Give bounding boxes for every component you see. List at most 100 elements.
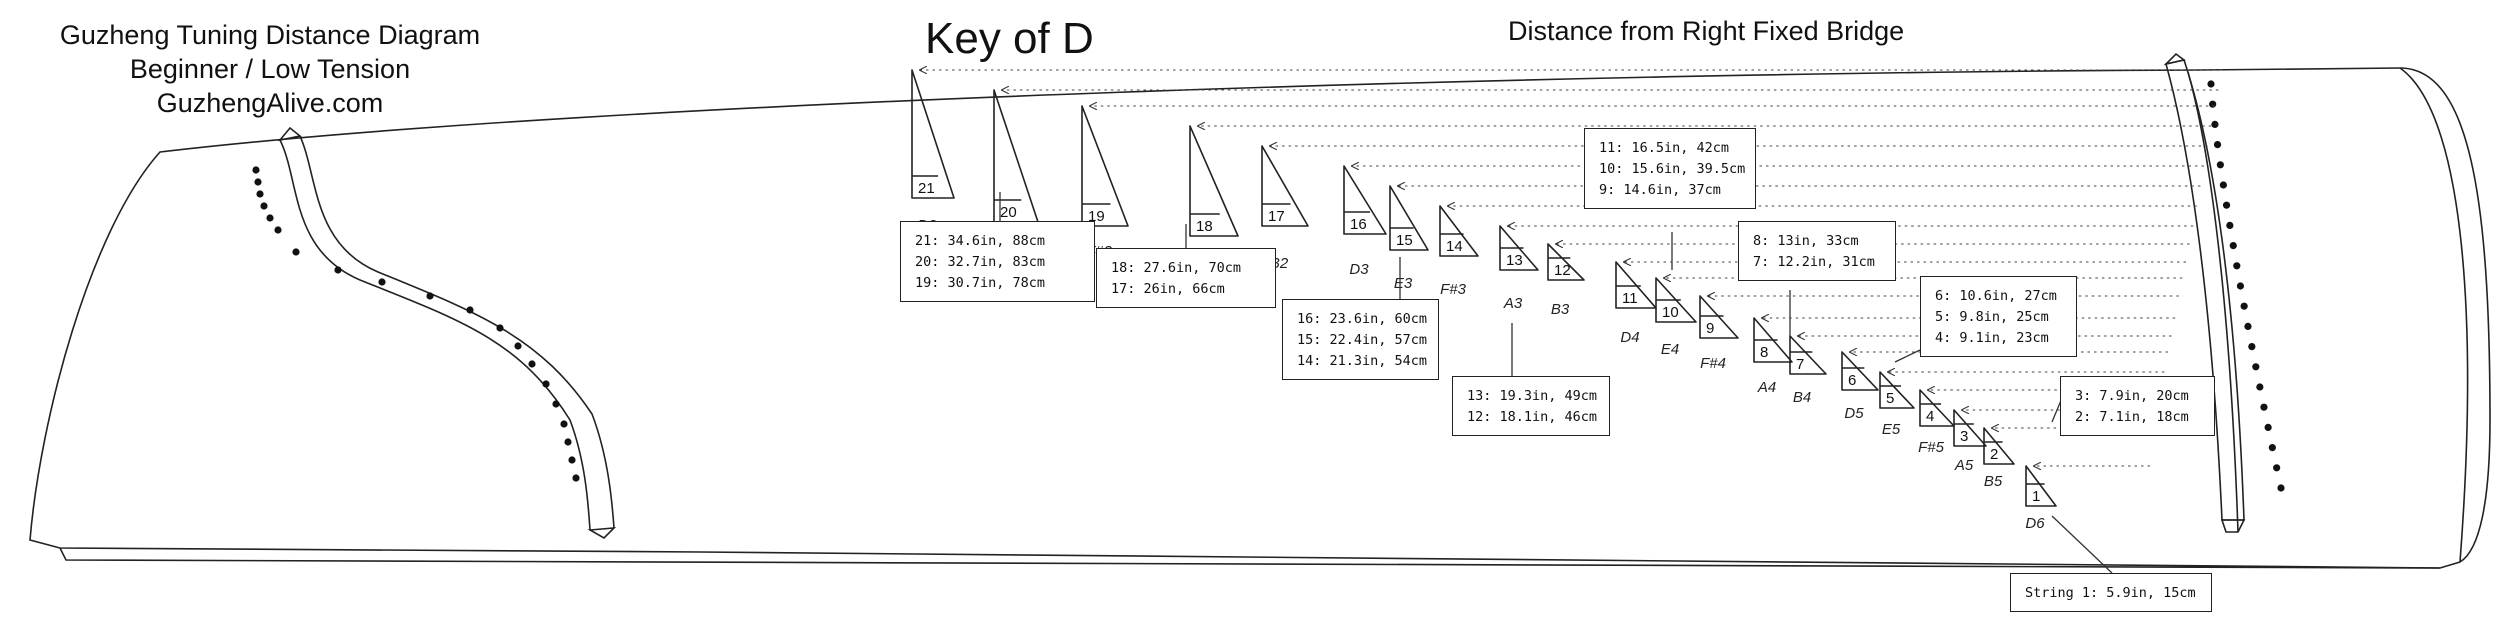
string-note-label: D5 — [1844, 405, 1864, 422]
tuning-peg — [2211, 120, 2219, 128]
string-number-label: 13 — [1506, 252, 1523, 269]
movable-bridge — [1655, 277, 1697, 323]
distance-line: 20: 32.7in, 83cm — [915, 254, 1046, 270]
distance-line: 7: 12.2in, 31cm — [1753, 254, 1875, 270]
distance-line: 10: 15.6in, 39.5cm — [1599, 161, 1746, 177]
distance-line: 18: 27.6in, 70cm — [1111, 260, 1242, 276]
movable-bridge — [1343, 165, 1387, 235]
distance-line: 16: 23.6in, 60cm — [1297, 311, 1428, 327]
movable-bridge — [1499, 225, 1539, 271]
movable-bridge — [1983, 427, 2015, 465]
string-note-label: F#3 — [1440, 281, 1467, 298]
tuning-peg — [2226, 221, 2234, 229]
distance-box-6-4: 6: 10.6in, 27cm 5: 9.8in, 25cm 4: 9.1in,… — [1920, 276, 2077, 357]
tuning-peg — [254, 178, 262, 186]
string-note-label: A3 — [1503, 295, 1523, 312]
tuning-peg — [552, 400, 560, 408]
string-number-label: 5 — [1886, 390, 1894, 407]
string-note-label: A4 — [1757, 379, 1776, 396]
distance-line: 6: 10.6in, 27cm — [1935, 288, 2057, 304]
box-leader-line — [1894, 349, 1921, 363]
movable-bridge — [2025, 465, 2057, 507]
string-note-label: E4 — [1661, 341, 1679, 358]
movable-bridge — [1699, 295, 1739, 339]
distance-box-8-7: 8: 13in, 33cm 7: 12.2in, 31cm — [1738, 221, 1896, 281]
distance-line: 15: 22.4in, 57cm — [1297, 332, 1428, 348]
distance-line: 21: 34.6in, 88cm — [915, 233, 1046, 249]
distance-line: 8: 13in, 33cm — [1753, 233, 1859, 249]
left-bridge-foot — [587, 527, 617, 539]
distance-box-16-14: 16: 23.6in, 60cm 15: 22.4in, 57cm 14: 21… — [1282, 299, 1439, 380]
string-number-label: 21 — [918, 180, 935, 197]
distance-line: 13: 19.3in, 49cm — [1467, 388, 1598, 404]
tuning-peg — [252, 166, 260, 174]
tuning-peg — [2207, 80, 2215, 88]
tuning-peg — [2209, 100, 2217, 108]
string-note-label: B5 — [1984, 473, 2003, 490]
tuning-peg — [2264, 423, 2272, 431]
string-number-label: 1 — [2032, 488, 2040, 505]
right-panel-line — [2187, 71, 2239, 533]
tuning-peg — [514, 342, 522, 350]
distance-line: 2: 7.1in, 18cm — [2075, 409, 2189, 425]
string-number-label: 7 — [1796, 356, 1804, 373]
movable-bridge — [911, 69, 955, 199]
distance-line: String 1: 5.9in, 15cm — [2025, 585, 2196, 601]
tuning-peg — [572, 474, 580, 482]
distance-box-11-9: 11: 16.5in, 42cm 10: 15.6in, 39.5cm 9: 1… — [1584, 128, 1756, 209]
string-number-label: 18 — [1196, 218, 1213, 235]
string-note-label: B4 — [1793, 389, 1811, 406]
right-fixed-bridge — [2165, 59, 2245, 521]
movable-bridge — [1879, 371, 1915, 409]
tuning-peg — [2240, 302, 2248, 310]
string-number-label: 10 — [1662, 304, 1679, 321]
distance-box-string-1: String 1: 5.9in, 15cm — [2010, 573, 2212, 612]
right-bridge-foot — [2220, 519, 2246, 533]
distance-line: 5: 9.8in, 25cm — [1935, 309, 2049, 325]
right-bridge-cap — [2163, 52, 2186, 66]
distance-line: 12: 18.1in, 46cm — [1467, 409, 1598, 425]
tuning-peg — [2252, 363, 2260, 371]
tuning-peg — [2213, 141, 2222, 149]
tuning-peg — [466, 306, 474, 314]
tuning-peg — [2219, 181, 2227, 189]
left-bridge-inner — [299, 135, 615, 529]
string-note-label: E3 — [1394, 275, 1413, 292]
string-number-label: 4 — [1926, 408, 1934, 425]
string-number-label: 6 — [1848, 372, 1856, 389]
tuning-peg — [560, 420, 568, 428]
string-number-label: 14 — [1446, 238, 1463, 255]
string-note-label: D6 — [2025, 515, 2045, 532]
tension-subtitle: Beginner / Low Tension — [129, 54, 411, 84]
left-bridge-outer — [279, 139, 591, 531]
string-note-label: A5 — [1954, 457, 1974, 474]
tuning-peg — [542, 380, 550, 388]
distance-line: 9: 14.6in, 37cm — [1599, 182, 1721, 198]
left-bridge-cap — [277, 126, 302, 142]
instrument-body — [29, 67, 2491, 569]
string-number-label: 3 — [1960, 428, 1968, 445]
movable-bridge — [1841, 351, 1879, 391]
tuning-peg — [2268, 444, 2276, 452]
box-leader-line — [2051, 515, 2113, 574]
tuning-peg — [274, 226, 282, 234]
string-note-label: F#4 — [1700, 355, 1726, 372]
string-number-label: 8 — [1760, 344, 1768, 361]
movable-bridge — [1789, 335, 1827, 375]
tuning-peg — [2222, 201, 2231, 209]
movable-bridge — [1753, 317, 1793, 363]
movable-bridge — [1919, 389, 1955, 427]
tuning-peg — [256, 190, 264, 198]
string-number-label: 19 — [1088, 208, 1105, 225]
string-note-label: D4 — [1620, 329, 1639, 346]
movable-bridge — [1615, 261, 1657, 309]
movable-bridge — [1439, 205, 1479, 257]
tuning-peg — [496, 324, 504, 332]
tuning-peg — [2273, 464, 2281, 472]
movable-bridge — [1547, 243, 1585, 281]
tuning-peg — [2236, 282, 2245, 290]
string-number-label: 2 — [1990, 446, 1998, 463]
tuning-peg — [2248, 343, 2256, 351]
tuning-peg — [2216, 161, 2224, 169]
